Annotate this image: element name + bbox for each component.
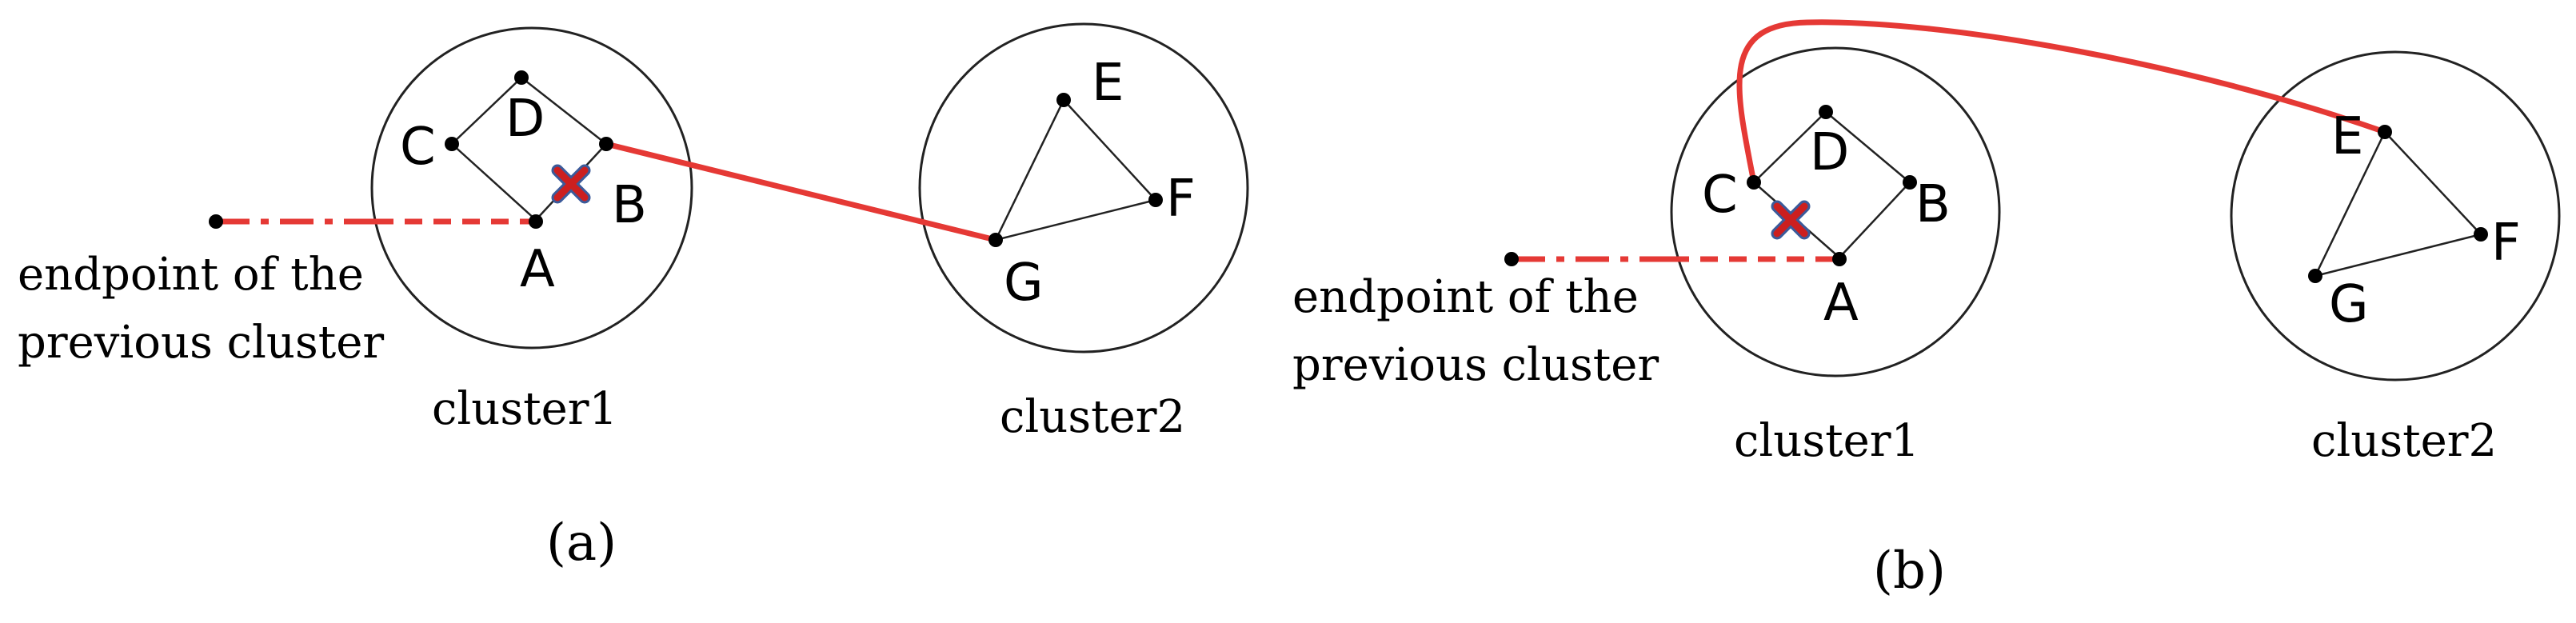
- endpoint-text-line2: previous cluster: [18, 317, 384, 369]
- node-label-g: G: [1004, 254, 1044, 313]
- edge-g-f: [995, 198, 1156, 242]
- node-f-dot: [2474, 227, 2488, 242]
- node-label-c: C: [400, 118, 436, 177]
- cluster1-label: cluster1: [432, 383, 617, 435]
- node-label-d: D: [505, 90, 545, 149]
- endpoint-text-line2: previous cluster: [1292, 339, 1659, 391]
- edge-d-b: [521, 77, 607, 145]
- cross-mark-icon: [1771, 200, 1811, 240]
- node-f-dot: [1148, 193, 1163, 207]
- cluster2-label: cluster2: [2311, 415, 2497, 467]
- panel-label-a: (a): [546, 513, 617, 573]
- node-g-dot: [988, 233, 1003, 247]
- node-label-d: D: [1810, 123, 1849, 182]
- node-b-dot: [599, 137, 613, 151]
- endpoint-dot: [209, 214, 223, 229]
- route-b-to-g: [605, 141, 996, 243]
- node-c-dot: [1747, 175, 1761, 190]
- panel-label-b: (b): [1873, 541, 1946, 601]
- node-label-b: B: [1915, 175, 1951, 234]
- cluster1-label: cluster1: [1734, 415, 1919, 467]
- cross-mark-icon: [551, 164, 591, 204]
- node-a-dot: [1832, 252, 1847, 266]
- node-d-dot: [514, 70, 529, 85]
- panel-a: A B C D E F G endpoint of the previous c…: [18, 22, 1249, 573]
- edge-b-a: [1839, 182, 1911, 258]
- node-c-dot: [445, 137, 459, 151]
- node-d-dot: [1819, 105, 1833, 119]
- node-label-a: A: [520, 240, 555, 299]
- node-e-dot: [2378, 125, 2392, 139]
- edge-e-g: [2314, 131, 2386, 277]
- node-label-f: F: [1166, 170, 1196, 229]
- edge-e-g: [994, 99, 1065, 241]
- node-label-e: E: [2331, 107, 2363, 166]
- cluster2-circle: [918, 22, 1249, 353]
- node-b-dot: [1903, 175, 1917, 190]
- endpoint-text-line1: endpoint of the: [1292, 271, 1639, 323]
- route-c-to-e: [1736, 19, 2386, 183]
- cluster2-label: cluster2: [1000, 391, 1185, 443]
- node-label-e: E: [1092, 54, 1124, 113]
- edge-d-b: [1825, 111, 1911, 183]
- node-label-b: B: [612, 176, 647, 235]
- node-label-f: F: [2491, 214, 2521, 273]
- node-g-dot: [2308, 269, 2322, 283]
- node-label-c: C: [1702, 166, 1738, 225]
- node-label-g: G: [2329, 275, 2369, 334]
- cluster1-circle: [370, 26, 693, 349]
- endpoint-dot: [1504, 252, 1519, 266]
- edge-e-f: [2384, 131, 2482, 235]
- edge-c-a: [451, 143, 537, 221]
- edge-g-f: [2314, 233, 2482, 278]
- node-a-dot: [529, 214, 543, 229]
- edge-c-d: [1753, 111, 1827, 183]
- node-e-dot: [1056, 93, 1071, 107]
- panel-b: A B C D E F G endpoint of the previous c…: [1292, 19, 2561, 601]
- edge-e-f: [1063, 99, 1156, 201]
- cluster2-circle: [2230, 50, 2561, 381]
- endpoint-text-line1: endpoint of the: [18, 249, 364, 301]
- cluster1-circle: [1670, 46, 2001, 377]
- node-label-a: A: [1823, 274, 1859, 333]
- edge-c-d: [451, 77, 522, 145]
